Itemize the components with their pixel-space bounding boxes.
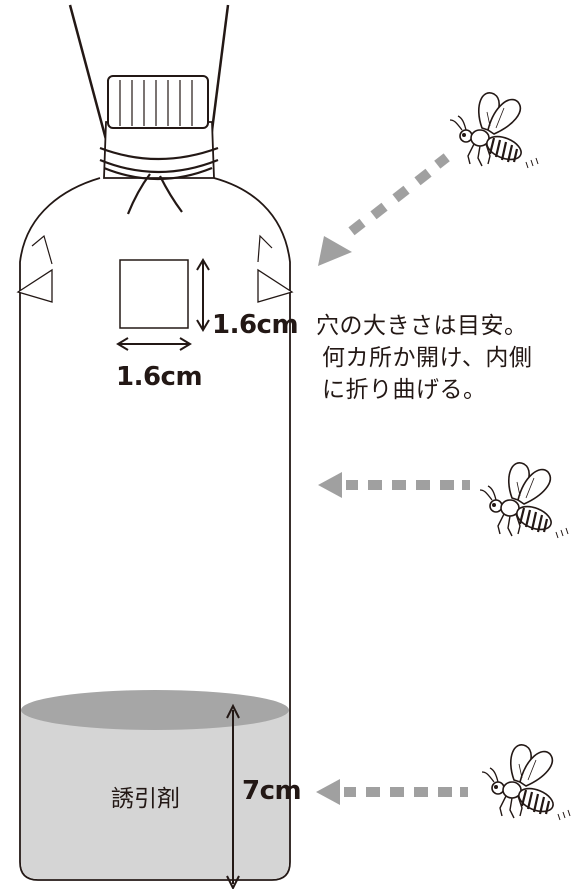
hole-note-line3: に折り曲げる。 <box>322 377 487 403</box>
hole-width-arrow <box>116 337 192 351</box>
bait-depth-label: 7cm <box>242 776 302 806</box>
hole-height-label: 1.6cm <box>212 310 299 340</box>
hornet-icon <box>448 91 540 170</box>
depth-arrow <box>226 703 240 889</box>
liquid-surface <box>21 690 289 730</box>
hole-height-arrow <box>196 258 210 332</box>
string-knot <box>99 146 219 181</box>
shoulder-highlight-right <box>257 268 294 303</box>
bait-liquid <box>21 710 289 879</box>
hole-note-line2: 何カ所か開け、内側 <box>322 345 533 371</box>
hole-width-label: 1.6cm <box>116 362 203 392</box>
arrow-icon <box>316 779 468 805</box>
shoulder-highlight-left <box>16 268 53 303</box>
arrow-icon <box>318 472 470 498</box>
bottle-cap <box>107 75 209 129</box>
hole-note-line1: 穴の大きさは目安。 <box>316 313 528 339</box>
hornet-icon <box>480 743 572 822</box>
hornet-icon <box>478 461 570 540</box>
bottle-neck <box>103 121 215 179</box>
arrow-icon <box>318 153 450 266</box>
bait-label: 誘引剤 <box>111 786 180 812</box>
entry-hole <box>119 259 189 329</box>
